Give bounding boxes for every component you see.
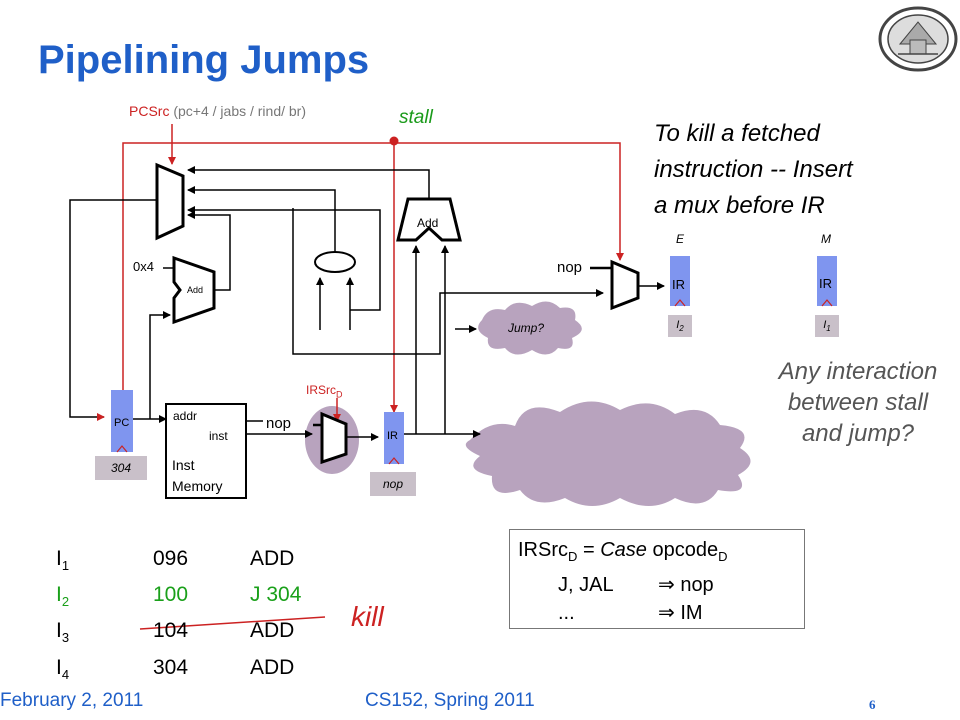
irsrc-label: IRSrcD	[306, 383, 343, 399]
instr-op: J 304	[250, 583, 302, 607]
decode-logic-cloud	[465, 401, 751, 506]
case-irsrc-sub: D	[568, 549, 578, 564]
kill-mux	[610, 259, 640, 311]
instruction-row-1: I1 096 ADD	[56, 544, 301, 580]
irsrc-mux	[320, 411, 348, 465]
slide-title: Pipelining Jumps	[38, 38, 370, 82]
instr-label: I	[56, 655, 62, 679]
case-line-1: IRSrcD = Case opcodeD	[518, 536, 804, 571]
instruction-row-2: I2 100 J 304	[56, 580, 301, 616]
pcsrc-label: PCSrc (pc+4 / jabs / rind/ br)	[129, 103, 306, 119]
tag-m-sub: 1	[826, 324, 831, 334]
instr-sub: 1	[61, 558, 70, 574]
instr-label: I	[56, 619, 62, 643]
pc-register	[111, 390, 133, 452]
pc-label: PC	[114, 417, 130, 429]
instruction-row-4: I4 304 ADD	[56, 653, 301, 689]
case-opcode-sub: D	[718, 549, 728, 564]
instr-sub: 4	[61, 666, 70, 682]
case-result-im: ⇒ IM	[658, 602, 703, 624]
add-top-label: Add	[417, 216, 439, 230]
instr-sub: 3	[61, 630, 70, 646]
stage-m-label: M	[821, 232, 831, 246]
footer-date: February 2, 2011	[0, 690, 144, 711]
case-line-3: ... ⇒ IM	[518, 599, 804, 627]
ir-m-label: IR	[819, 276, 832, 291]
case-equals: =	[577, 539, 601, 561]
tag-m: I1	[815, 315, 839, 337]
instr-op: ADD	[250, 655, 295, 679]
kill-note-line-1: To kill a fetched	[654, 120, 820, 147]
case-keyword: Case	[600, 539, 647, 561]
footer-page-number: 6	[869, 697, 876, 712]
kill-note-line-3: a mux before IR	[654, 192, 825, 219]
instr-op: ADD	[250, 619, 295, 643]
ir-d-value: nop	[370, 472, 416, 496]
mem-name-1: Inst	[172, 457, 195, 473]
mem-name-2: Memory	[172, 478, 223, 494]
irsrc-label-main: IRSrc	[306, 383, 336, 397]
const-4-label: 0x4	[133, 259, 154, 274]
case-irsrc: IRSrc	[518, 539, 568, 561]
ir-execute-register	[670, 256, 690, 306]
university-seal-logo	[878, 6, 958, 72]
pc-plus4-adder	[172, 255, 216, 325]
add-small-label: Add	[187, 285, 204, 295]
stage-e-label: E	[676, 232, 685, 246]
nop-top-label: nop	[557, 259, 583, 276]
instr-addr: 096	[153, 547, 189, 570]
case-op-other: ...	[558, 602, 575, 624]
kill-label: kill	[351, 601, 384, 632]
branch-target-adder	[396, 197, 462, 242]
case-line-2: J, JAL ⇒ nop	[518, 571, 804, 599]
tag-e: I2	[668, 315, 692, 337]
ir-decode-register	[384, 412, 404, 464]
instr-addr: 104	[153, 619, 189, 643]
pcsrc-name: PCSrc	[129, 103, 170, 119]
pc-value: 304	[95, 456, 147, 480]
kill-note: To kill a fetched instruction -- Insert …	[654, 116, 853, 224]
instr-label: I	[56, 547, 62, 570]
instruction-memory	[165, 403, 247, 499]
instr-sub: 2	[61, 594, 70, 610]
pc-mux	[155, 162, 185, 241]
tag-e-sub: 2	[679, 324, 684, 334]
register-file-oval	[314, 251, 356, 273]
stall-label: stall	[399, 107, 433, 128]
instr-op: ADD	[250, 547, 295, 570]
case-opcode: opcode	[646, 539, 719, 561]
jump-label: Jump?	[508, 321, 545, 335]
ir-memory-register	[817, 256, 837, 306]
nop-bottom-label: nop	[266, 415, 292, 432]
pcsrc-options: (pc+4 / jabs / rind/ br)	[173, 103, 307, 119]
instr-addr: 100	[153, 583, 189, 607]
jump-cloud	[478, 301, 582, 355]
instruction-row-3: I3 104 ADD	[56, 616, 301, 652]
instruction-table: I1 096 ADD I2 100 J 304 I3 104 ADD I4 30…	[56, 544, 301, 689]
mem-addr-label: addr	[173, 409, 198, 423]
tag-e-main: I	[676, 319, 680, 331]
instr-addr: 304	[153, 655, 189, 679]
kill-note-line-2: instruction -- Insert	[654, 156, 853, 183]
mem-inst-label: inst	[209, 429, 228, 443]
tag-m-main: I	[823, 319, 827, 331]
ir-e-label: IR	[672, 277, 685, 292]
ir-d-label: IR	[387, 430, 398, 442]
irsrc-case-box: IRSrcD = Case opcodeD J, JAL⇒ nop ...⇒ I…	[509, 529, 805, 629]
case-op-jump: J, JAL	[558, 574, 614, 596]
interaction-note: Any interaction between stall and jump?	[778, 358, 938, 447]
instr-label: I	[56, 583, 62, 607]
irsrc-label-sub: D	[336, 389, 343, 400]
case-result-nop: ⇒ nop	[658, 574, 714, 596]
footer-course: CS152, Spring 2011	[365, 690, 535, 711]
